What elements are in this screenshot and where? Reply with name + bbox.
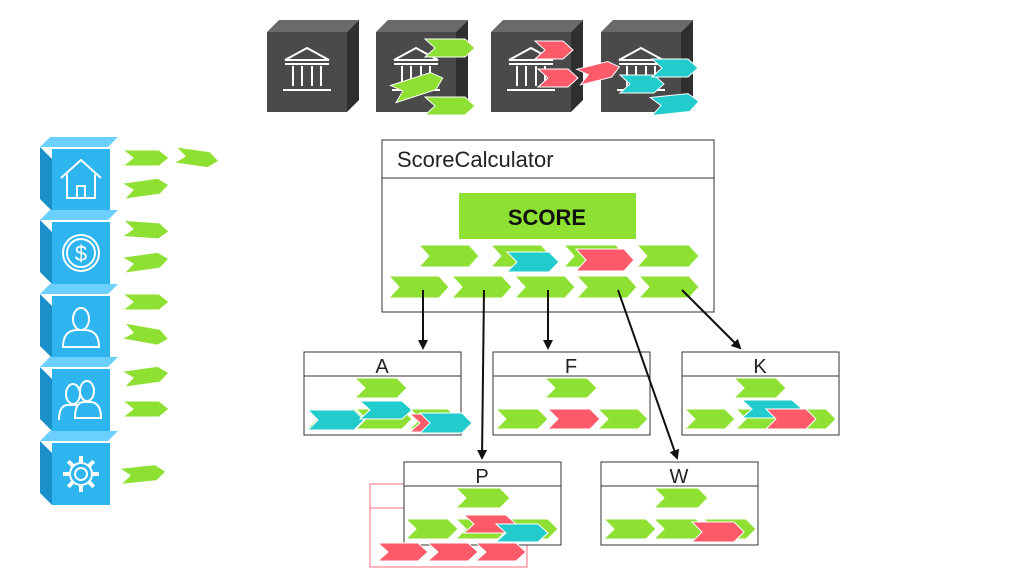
data-chevron (536, 68, 579, 88)
output-a-title: A (375, 356, 389, 378)
arrow-to-p (477, 289, 488, 460)
output-chevron (494, 408, 549, 430)
gear-icon (63, 456, 99, 492)
data-chevrons (117, 38, 700, 486)
output-chevron (454, 487, 511, 509)
data-chevron (120, 177, 170, 200)
data-chevron (120, 322, 170, 346)
output-f-title: F (565, 356, 577, 378)
output-chevron (426, 542, 479, 562)
calculator-chevron (387, 275, 450, 299)
calculator-chevron (575, 275, 638, 299)
arrow-to-k (681, 289, 742, 350)
arrow-to-w (617, 289, 680, 460)
category-cube (40, 137, 118, 211)
output-w-title: W (670, 466, 689, 488)
data-chevron (389, 71, 444, 104)
output-k-title: K (753, 356, 767, 378)
output-chevron (418, 412, 473, 434)
output-chevrons (305, 377, 837, 562)
output-chevron (546, 408, 601, 430)
data-chevron (575, 61, 621, 86)
output-chevron (764, 408, 817, 430)
output-chevron (358, 400, 413, 420)
output-chevron (543, 377, 598, 399)
person-icon (61, 307, 101, 348)
output-chevron (596, 408, 649, 430)
category-cube (40, 284, 118, 358)
calculator-chevron (574, 248, 635, 272)
calculator-chevrons (387, 244, 700, 299)
output-chevron (306, 409, 365, 431)
data-chevron (121, 219, 170, 240)
bank-cube (491, 20, 583, 112)
output-chevron (353, 377, 408, 399)
calculator-chevron (450, 275, 513, 299)
calculator-chevron (505, 251, 560, 273)
output-chevron (494, 523, 549, 543)
data-chevron (533, 40, 574, 60)
category-cube (40, 357, 118, 431)
category-cube (40, 431, 118, 505)
output-chevron (404, 518, 459, 540)
bank-cube (267, 20, 359, 112)
data-chevron (120, 251, 170, 274)
calculator-chevron (513, 275, 576, 299)
data-chevron (423, 96, 476, 116)
data-chevron (117, 464, 167, 486)
output-chevron (683, 408, 736, 430)
calculator-chevron (417, 244, 480, 268)
score-calculator-title: ScoreCalculator (397, 147, 554, 172)
svg-text:$: $ (75, 241, 87, 266)
bank-row (267, 20, 693, 112)
bank-icon (507, 46, 555, 91)
flow-arrows (418, 289, 742, 460)
output-p-title: P (475, 466, 488, 488)
data-chevron (423, 38, 476, 58)
data-chevron (121, 293, 170, 311)
output-chevron (652, 487, 709, 509)
data-chevron (648, 93, 700, 117)
people-icon (58, 380, 103, 421)
data-chevron (650, 58, 699, 78)
bank-icon (283, 46, 331, 91)
output-chevron (690, 521, 745, 543)
score-badge (459, 193, 636, 239)
dollar-coin-icon: $ (62, 234, 100, 272)
data-chevron (172, 146, 220, 169)
house-icon (60, 158, 102, 199)
data-chevron (121, 400, 170, 418)
data-chevron (121, 149, 170, 167)
output-chevron (602, 518, 657, 540)
output-chevron (732, 377, 787, 399)
category-cube: $ (40, 210, 118, 284)
output-chevron (376, 542, 429, 562)
category-column: $ (40, 137, 118, 505)
output-chevron (474, 542, 527, 562)
calculator-chevron (635, 244, 700, 268)
data-chevron (120, 365, 170, 388)
score-label: SCORE (508, 205, 586, 230)
